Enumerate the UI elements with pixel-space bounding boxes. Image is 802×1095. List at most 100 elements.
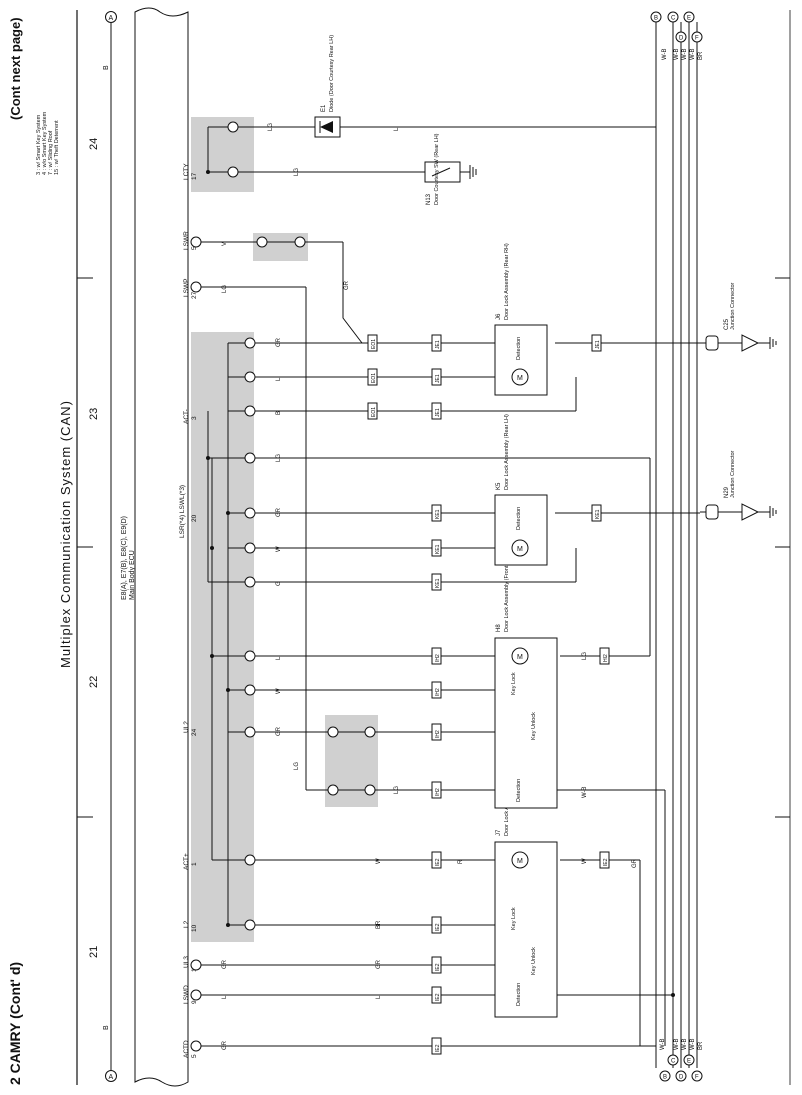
svg-text:J6: J6 [496, 313, 502, 320]
svg-text:Junction Connector: Junction Connector [730, 282, 736, 330]
svg-text:Key Unlock: Key Unlock [531, 712, 537, 740]
svg-text:KE1: KE1 [435, 578, 441, 588]
svg-text:M: M [517, 546, 523, 553]
svg-text:JE1: JE1 [595, 340, 601, 349]
svg-text:L: L [394, 127, 400, 131]
svg-text:Door Lock Assembly (Rear RH): Door Lock Assembly (Rear RH) [504, 243, 510, 320]
svg-text:E1: E1 [321, 104, 327, 112]
svg-text:GR: GR [376, 959, 382, 969]
svg-text:W: W [376, 858, 382, 864]
svg-text:KE1: KE1 [435, 544, 441, 554]
svg-text:W: W [276, 688, 282, 694]
door-lock-front-passenger: M Detection Key Unlock Key Lock H8 Door … [494, 520, 558, 809]
svg-text:GR: GR [632, 858, 638, 868]
svg-text:F: F [695, 1075, 699, 1081]
svg-text:W-B: W-B [682, 1038, 688, 1050]
svg-text:LSR(*4) LSWL(*3): LSR(*4) LSWL(*3) [179, 485, 186, 538]
svg-text:HI2: HI2 [603, 654, 609, 662]
svg-text:GR: GR [276, 337, 282, 347]
svg-text:B: B [276, 411, 282, 415]
svg-text:IH2: IH2 [435, 788, 441, 796]
svg-text:ACT-: ACT- [183, 409, 190, 424]
door-lock-driver: M Detection Key Unlock Key Lock J7 Door … [494, 750, 558, 1018]
pin-connectors [190, 121, 376, 1052]
svg-text:Junction Connector: Junction Connector [730, 450, 736, 498]
svg-text:W-B: W-B [674, 48, 680, 60]
svg-text:W-B: W-B [674, 1038, 680, 1050]
svg-text:E: E [687, 1059, 691, 1065]
bus-a-color-top: B [103, 65, 110, 70]
grid-number-23: 23 [88, 408, 100, 420]
grid-number-22: 22 [88, 676, 100, 688]
svg-text:W-B: W-B [660, 1038, 666, 1050]
svg-text:4 : w/o Smart Key System: 4 : w/o Smart Key System [42, 111, 48, 175]
diagram-title: Multiplex Communication System (CAN) [58, 400, 73, 668]
svg-text:R: R [458, 859, 464, 864]
svg-text:Detection: Detection [516, 507, 522, 530]
svg-text:LG: LG [276, 454, 282, 462]
svg-text:M: M [517, 858, 523, 865]
svg-text:1: 1 [191, 862, 198, 866]
svg-text:9: 9 [191, 1000, 198, 1004]
bus-a: A A B B [103, 11, 117, 1082]
svg-text:LSWD: LSWD [183, 985, 190, 1004]
connector-labels: IE2 IE2 IE2 IE2 IE2 IH2 IH2 IH2 IH2 KE1 … [371, 339, 609, 1052]
svg-text:JE1: JE1 [435, 340, 441, 349]
svg-text:Key Lock: Key Lock [511, 907, 517, 930]
ecu-ref: E8(A), E7(B), E8(C), E9(D) [121, 516, 128, 600]
svg-text:UL3: UL3 [183, 956, 190, 968]
svg-text:Key Lock: Key Lock [511, 672, 517, 695]
svg-text:IE2: IE2 [603, 858, 609, 866]
svg-text:KE1: KE1 [595, 509, 601, 519]
svg-text:W-B: W-B [690, 48, 696, 60]
junction-connectors: C25 Junction Connector N29 Junction Conn… [700, 282, 777, 521]
svg-text:GR: GR [276, 507, 282, 517]
svg-text:Door Lock Assembly (Front Pass: Door Lock Assembly (Front Passenger's Si… [504, 520, 510, 632]
svg-text:7 : w/ Sliding Roof: 7 : w/ Sliding Roof [48, 130, 54, 175]
mid-connectors [367, 334, 610, 1055]
svg-text:IE2: IE2 [435, 993, 441, 1001]
svg-text:Key Unlock: Key Unlock [531, 947, 537, 975]
svg-text:BR: BR [698, 51, 704, 60]
svg-text:LG: LG [394, 786, 400, 794]
svg-text:J7: J7 [496, 829, 502, 836]
svg-text:L: L [276, 656, 282, 660]
svg-text:Door Courtesy SW (Rear LH): Door Courtesy SW (Rear LH) [434, 133, 440, 205]
svg-text:24: 24 [191, 728, 198, 736]
svg-text:M: M [517, 654, 523, 661]
svg-text:W-B: W-B [682, 48, 688, 60]
svg-text:LG: LG [582, 652, 588, 660]
svg-text:N29: N29 [724, 486, 730, 498]
svg-text:IE2: IE2 [435, 858, 441, 866]
svg-text:Door Lock Assembly (Rear LH): Door Lock Assembly (Rear LH) [504, 414, 510, 490]
svg-text:C: C [671, 16, 676, 22]
svg-text:W: W [582, 858, 588, 864]
door-courtesy-switch: N13 Door Courtesy SW (Rear LH) [424, 133, 477, 205]
svg-text:W-B: W-B [662, 48, 668, 60]
wires [196, 126, 700, 1047]
svg-text:GR: GR [222, 959, 228, 969]
svg-text:ACTD: ACTD [183, 1040, 190, 1058]
svg-text:L: L [276, 377, 282, 381]
svg-text:N13: N13 [426, 193, 432, 205]
svg-text:L2: L2 [183, 920, 190, 928]
notes: 3 : w/ Smart Key System 4 : w/o Smart Ke… [36, 111, 60, 175]
svg-text:F: F [695, 36, 699, 42]
svg-text:10: 10 [191, 924, 198, 932]
svg-text:W: W [276, 546, 282, 552]
svg-text:D: D [679, 36, 684, 42]
page-header-title: 2 CAMRY (Cont' d) [7, 962, 23, 1085]
svg-text:EO1: EO1 [371, 339, 377, 349]
svg-text:W-B: W-B [582, 786, 588, 798]
ecu-name: Main Body ECU [129, 550, 136, 600]
svg-text:M: M [517, 375, 523, 382]
svg-text:V: V [222, 242, 228, 246]
continued-note: (Cont next page) [8, 17, 23, 120]
svg-text:C25: C25 [724, 318, 730, 330]
main-body-ecu: E8(A), E7(B), E8(C), E9(D) Main Body ECU [121, 7, 189, 1087]
svg-text:IH2: IH2 [435, 730, 441, 738]
svg-text:C: C [671, 1059, 676, 1065]
svg-text:KE1: KE1 [435, 509, 441, 519]
svg-text:27: 27 [191, 291, 198, 299]
